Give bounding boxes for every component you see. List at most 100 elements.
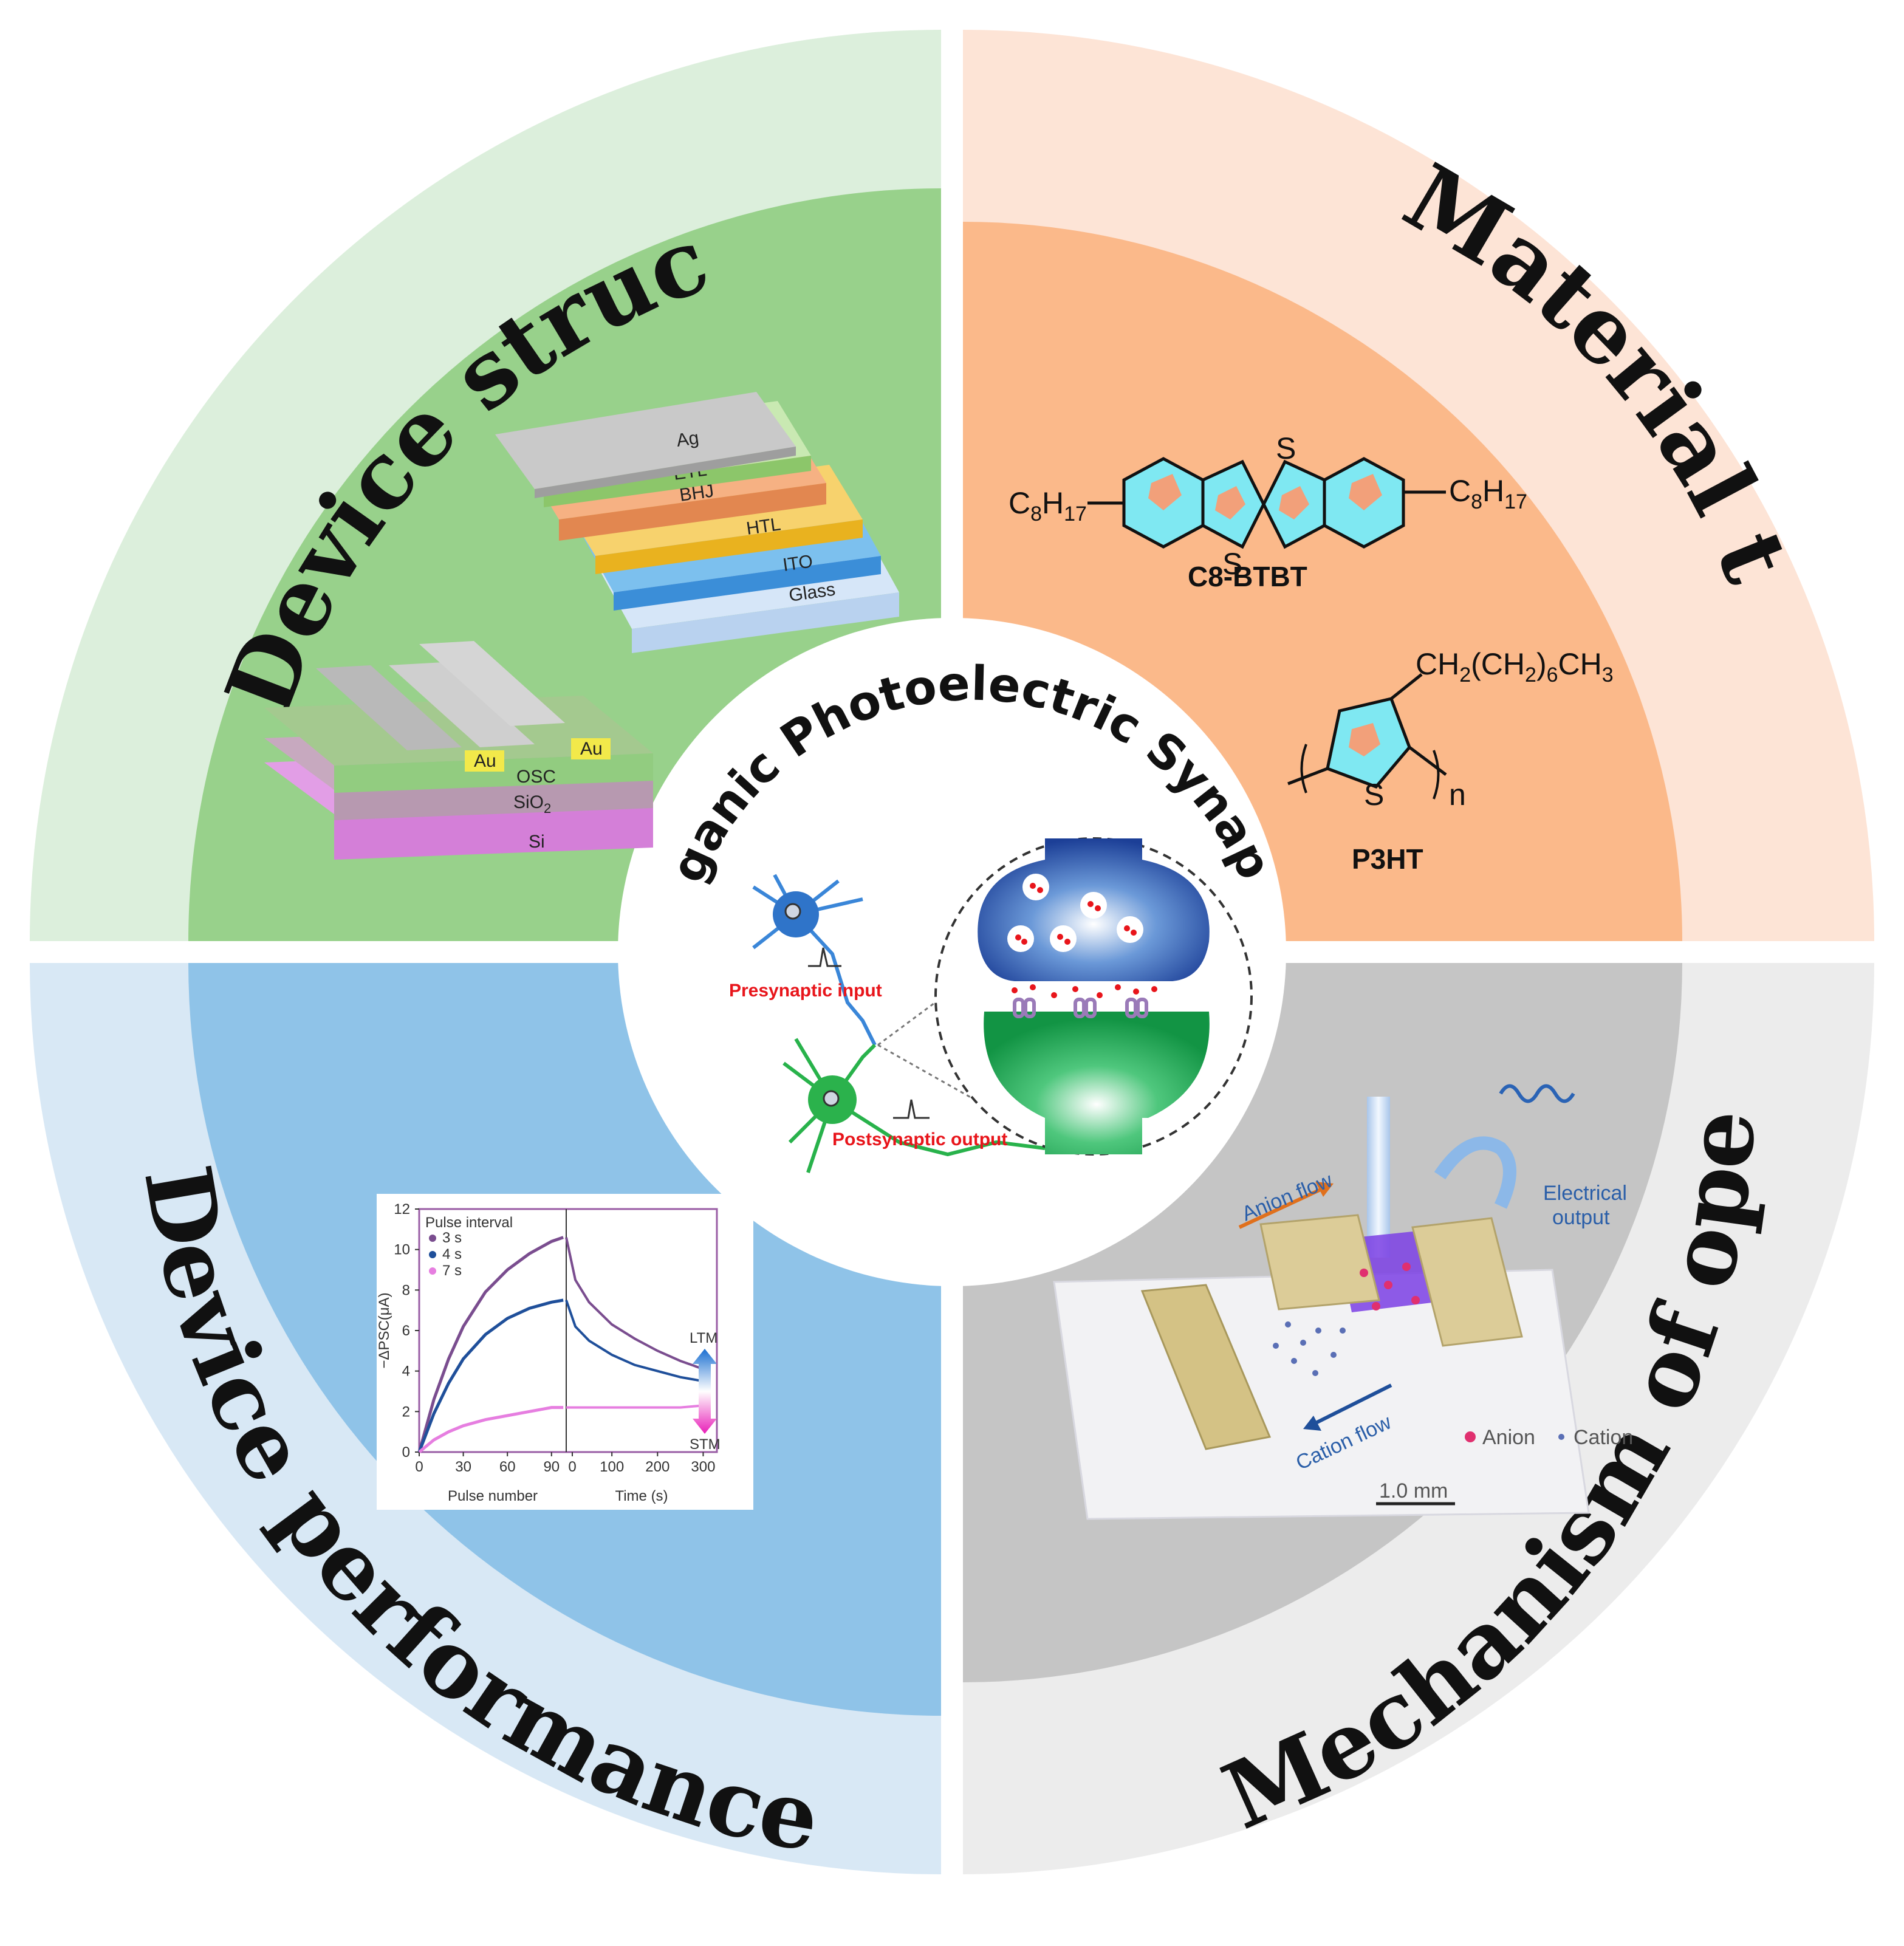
chart-series [417, 1236, 704, 1453]
btbt-alkyl-right: C8H17 [1449, 474, 1527, 513]
electrode-strip-3 [419, 641, 565, 726]
p3ht-chain-left [1287, 767, 1328, 786]
layer-htl-edge [595, 519, 863, 574]
presynaptic-spike [808, 947, 841, 967]
legend-marker-2 [429, 1267, 436, 1275]
p3ht-repeat-n: n [1449, 778, 1466, 812]
legend-cation-dot [1558, 1434, 1564, 1440]
electrode-left [1140, 1284, 1272, 1450]
chart-stm-label: STM [690, 1436, 721, 1453]
electrode-strip-2 [389, 662, 535, 747]
chart-xlabel-left: Pulse number [448, 1488, 538, 1504]
p3ht-aromatic [1349, 723, 1380, 756]
btbt-sulfur-top: S [1276, 431, 1296, 465]
postsynaptic-terminal [984, 1012, 1210, 1154]
legend-label-1: 4 s [442, 1246, 462, 1263]
btbt-alkyl-left: C8H17 [1009, 486, 1087, 526]
vesicle-2 [1080, 892, 1107, 919]
btbt-sulfur-bottom: S [1222, 547, 1242, 581]
presynaptic-label: Presynaptic input [729, 981, 882, 1001]
zoom-line-bottom [877, 1044, 997, 1113]
btbt-aromatic-1 [1148, 474, 1182, 510]
layer-osc-front [334, 753, 653, 793]
layer-label-htl: HTL [745, 514, 782, 539]
ltm-stm-arrow [693, 1349, 717, 1434]
output-curve-arrow [1434, 1136, 1516, 1209]
vesicle-1 [1022, 874, 1049, 900]
chart-xlabel-right: Time (s) [615, 1488, 668, 1504]
postsynaptic-nucleus [823, 1090, 840, 1107]
layer-label-si: Si [529, 832, 545, 852]
c8-btbt-structure: S S C8H17 C8H17 C8-BTBT [1009, 431, 1527, 592]
chart-legend-title: Pulse interval [425, 1215, 513, 1231]
layer-etl-edge [544, 456, 811, 507]
p3ht-sulfur: S [1364, 778, 1384, 812]
btbt-aromatic-2 [1215, 486, 1245, 519]
y-tick-label-5: 10 [394, 1242, 410, 1258]
x-tick-left-label-1: 30 [455, 1459, 471, 1475]
y-tick-label-1: 2 [402, 1403, 410, 1420]
x-tick-left-label-3: 90 [543, 1459, 560, 1475]
x-tick-right-label-0: 0 [568, 1459, 576, 1475]
series-pulse-7s [418, 1406, 564, 1453]
y-tick-label-2: 4 [402, 1363, 410, 1380]
cations [1273, 1321, 1346, 1376]
series-pulse-3s [417, 1236, 564, 1453]
p3ht-bracket-left [1300, 744, 1307, 793]
mechanism-illustration: Anion flow Cation flow Electrical output… [1053, 1084, 1633, 1520]
p3ht-bracket-right [1433, 750, 1440, 800]
y-tick-label-4: 8 [402, 1282, 410, 1298]
layer-ag [495, 392, 796, 489]
presynaptic-nucleus [784, 903, 801, 920]
electrode-right [1411, 1217, 1523, 1347]
x-tick-right-label-2: 200 [645, 1459, 669, 1475]
electrical-label: Electrical [1543, 1182, 1627, 1205]
x-tick-right-label-3: 300 [691, 1459, 715, 1475]
legend-anion: Anion [1482, 1426, 1535, 1449]
electrode-strip-1 [316, 665, 462, 750]
chart-ylabel: −ΔPSC(μA) [376, 1292, 392, 1368]
legend-label-2: 7 s [442, 1263, 462, 1279]
photon-wave [1499, 1084, 1575, 1103]
p3ht-chain-right [1408, 746, 1447, 776]
btbt-name: C8-BTBT [1188, 561, 1307, 592]
x-tick-left-label-0: 0 [415, 1459, 423, 1475]
legend-label-0: 3 s [442, 1230, 462, 1246]
layer-label-ito: ITO [781, 551, 814, 575]
legend-cation: Cation [1574, 1426, 1633, 1449]
vesicle-5 [1117, 916, 1143, 943]
chart-background [377, 1194, 753, 1510]
au-pad-left [465, 750, 504, 772]
p3ht-side-chain: CH2(CH2)6CH3 [1416, 647, 1614, 687]
y-tick-label-3: 6 [402, 1323, 410, 1339]
series-decay-4s [565, 1300, 704, 1383]
neurotransmitters [1012, 883, 1157, 998]
cation-flow-arrowhead [1303, 1416, 1321, 1431]
btbt-aromatic-4 [1349, 474, 1382, 510]
legend-marker-0 [429, 1235, 436, 1242]
layer-stack-illustration: Glass ITO HTL BHJ ETL Ag [495, 392, 899, 653]
anion-flow-arrow [1238, 1186, 1326, 1229]
layer-ito-edge [614, 556, 881, 611]
p3ht-name: P3HT [1352, 843, 1423, 875]
layer-osc-top [264, 696, 653, 766]
layer-ag-edge [535, 447, 796, 498]
transistor-illustration: Si SiO2 OSC Au Au [264, 641, 653, 860]
layer-label-osc: OSC [516, 767, 556, 787]
layer-label-sio2: SiO2 [513, 792, 551, 816]
layer-label-ag: Ag [675, 428, 700, 451]
receptors [1013, 998, 1148, 1018]
au-pad-right [571, 738, 611, 759]
cation-flow-arrow [1311, 1383, 1392, 1427]
au-label-left: Au [474, 751, 496, 771]
anions [1360, 1263, 1420, 1310]
btbt-aromatic-3 [1279, 486, 1309, 519]
chart-legend: 3 s4 s7 s [429, 1230, 462, 1279]
output-label: output [1552, 1206, 1610, 1229]
p3ht-side-bond [1390, 673, 1423, 700]
au-label-right: Au [580, 739, 603, 759]
legend-marker-1 [429, 1251, 436, 1258]
